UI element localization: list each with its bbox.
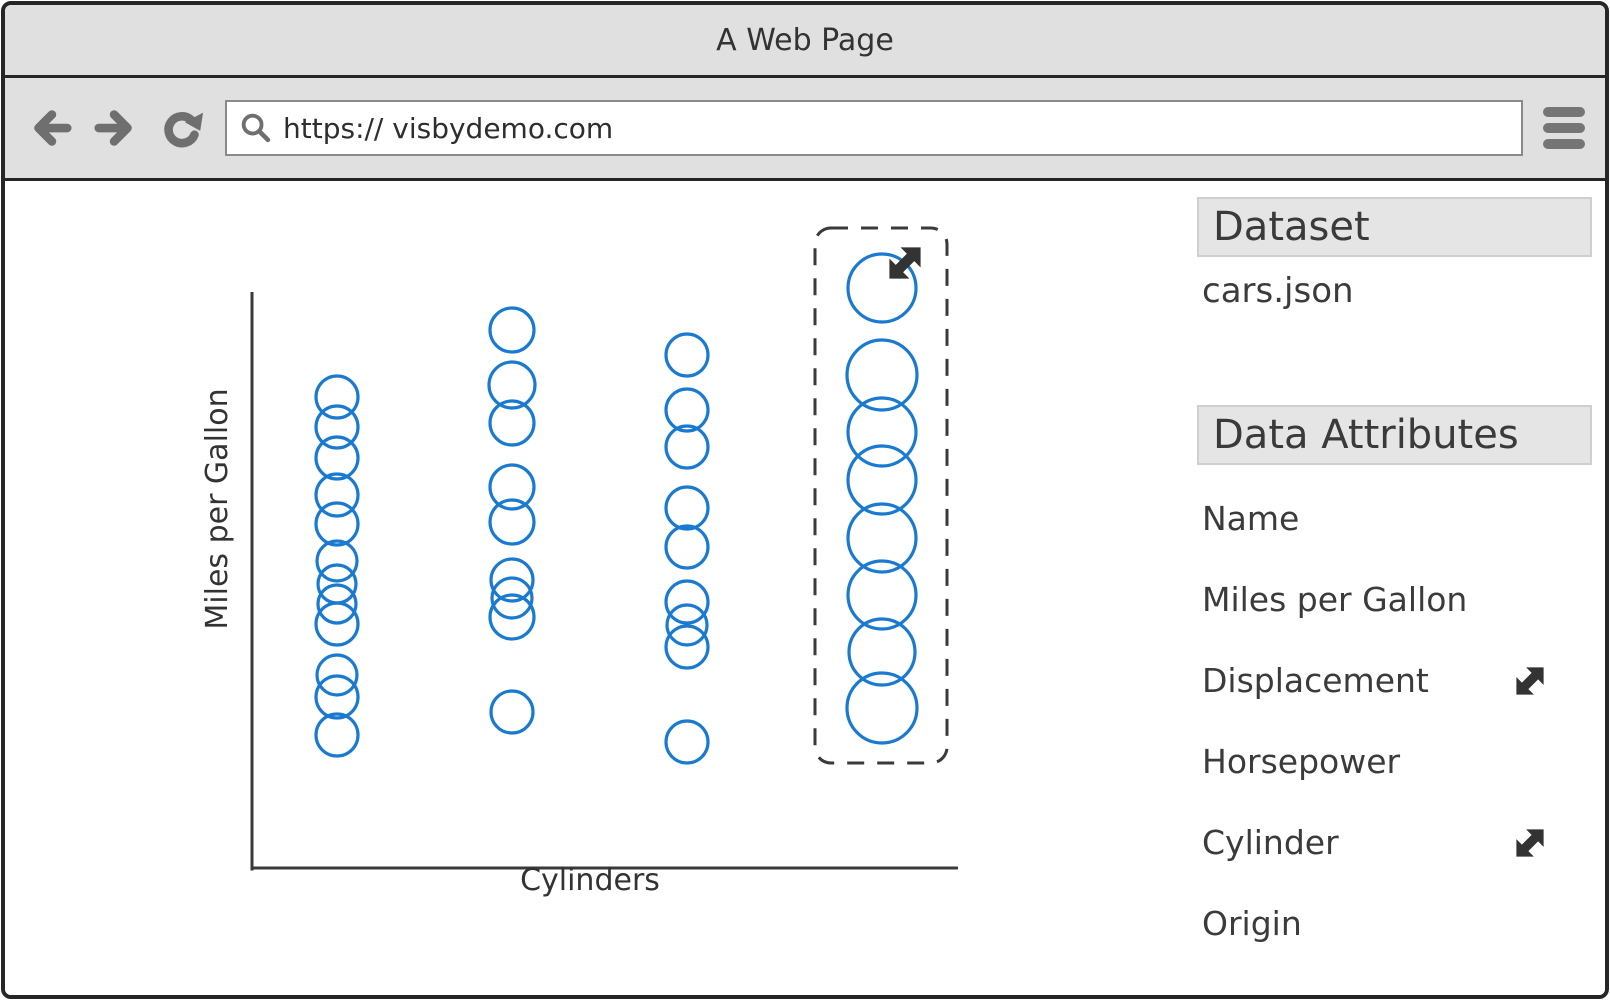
attribute-row[interactable]: Displacement bbox=[1202, 640, 1592, 721]
dataset-header: Dataset bbox=[1197, 197, 1592, 257]
chart-point[interactable] bbox=[490, 576, 534, 620]
chart-point[interactable] bbox=[664, 524, 710, 570]
chart-point[interactable] bbox=[315, 653, 359, 697]
url-bar[interactable]: https:// visbydemo.com bbox=[225, 100, 1523, 156]
chart-point[interactable] bbox=[847, 617, 917, 687]
back-arrow-icon bbox=[34, 110, 72, 146]
forward-button[interactable] bbox=[93, 105, 139, 151]
chart-point[interactable] bbox=[314, 501, 360, 547]
back-button[interactable] bbox=[27, 105, 73, 151]
chart-point[interactable] bbox=[314, 712, 360, 758]
chart-point[interactable] bbox=[846, 396, 918, 468]
chart-point[interactable] bbox=[314, 674, 360, 720]
chart-point[interactable] bbox=[846, 502, 918, 574]
data-attributes-header: Data Attributes bbox=[1197, 405, 1592, 465]
selection-box[interactable] bbox=[813, 226, 949, 765]
chart-point[interactable] bbox=[314, 435, 360, 481]
hamburger-icon bbox=[1543, 107, 1585, 117]
search-icon bbox=[241, 113, 271, 143]
refresh-icon bbox=[164, 112, 204, 148]
chart-point[interactable] bbox=[488, 399, 536, 447]
resize-arrow-icon[interactable] bbox=[1508, 821, 1552, 865]
window-title: A Web Page bbox=[716, 22, 894, 58]
chart-point[interactable] bbox=[664, 624, 710, 670]
browser-toolbar: https:// visbydemo.com bbox=[5, 78, 1605, 181]
menu-button[interactable] bbox=[1543, 107, 1585, 149]
chart-point[interactable] bbox=[488, 306, 536, 354]
url-text: https:// visbydemo.com bbox=[283, 111, 614, 145]
dataset-file-item[interactable]: cars.json bbox=[1202, 271, 1354, 311]
chart-point[interactable] bbox=[487, 360, 537, 410]
chart-point[interactable] bbox=[664, 485, 710, 531]
attribute-list: Name Miles per Gallon Displacement bbox=[1202, 478, 1592, 964]
chart-point[interactable] bbox=[664, 387, 710, 433]
chart-point[interactable] bbox=[314, 601, 360, 647]
attribute-row[interactable]: Origin bbox=[1202, 883, 1592, 964]
chart-point[interactable] bbox=[664, 424, 710, 470]
attribute-label: Displacement bbox=[1202, 661, 1429, 700]
chart-point[interactable] bbox=[489, 557, 535, 603]
chart-point[interactable] bbox=[845, 338, 919, 412]
chart-point[interactable] bbox=[664, 719, 710, 765]
attribute-label: Name bbox=[1202, 499, 1300, 538]
chart-point[interactable] bbox=[846, 252, 918, 324]
attribute-row[interactable]: Name bbox=[1202, 478, 1592, 559]
chart-point[interactable] bbox=[315, 539, 359, 583]
chart-point[interactable] bbox=[314, 404, 360, 450]
chart-point[interactable] bbox=[846, 559, 918, 631]
chart-point[interactable] bbox=[664, 579, 710, 625]
y-axis-label: Miles per Gallon bbox=[200, 388, 235, 630]
refresh-button[interactable] bbox=[159, 105, 205, 151]
attribute-row[interactable]: Miles per Gallon bbox=[1202, 559, 1592, 640]
chart-point[interactable] bbox=[845, 671, 919, 745]
window-titlebar: A Web Page bbox=[5, 5, 1605, 78]
chart-point[interactable] bbox=[316, 583, 358, 625]
attribute-label: Cylinder bbox=[1202, 823, 1339, 862]
chart-point[interactable] bbox=[488, 463, 536, 511]
forward-arrow-icon bbox=[94, 110, 132, 146]
attribute-label: Origin bbox=[1202, 904, 1302, 943]
chart-point[interactable] bbox=[665, 603, 709, 647]
chart-point[interactable] bbox=[314, 374, 360, 420]
attribute-label: Horsepower bbox=[1202, 742, 1401, 781]
x-axis-label: Cylinders bbox=[520, 863, 660, 898]
resize-arrow-icon[interactable] bbox=[1508, 659, 1552, 703]
chart-point[interactable] bbox=[664, 332, 710, 378]
chart-point[interactable] bbox=[846, 444, 918, 516]
attribute-label: Miles per Gallon bbox=[1202, 580, 1468, 619]
attribute-row[interactable]: Cylinder bbox=[1202, 802, 1592, 883]
chart-point[interactable] bbox=[314, 472, 360, 518]
chart-point[interactable] bbox=[489, 689, 535, 735]
chart-point[interactable] bbox=[488, 498, 536, 546]
bubble-chart bbox=[250, 226, 958, 871]
attribute-row[interactable]: Horsepower bbox=[1202, 721, 1592, 802]
chart-point[interactable] bbox=[488, 593, 536, 641]
resize-handle-icon[interactable] bbox=[879, 237, 930, 288]
page-content: Cylinders Miles per Gallon Dataset cars.… bbox=[5, 181, 1605, 995]
